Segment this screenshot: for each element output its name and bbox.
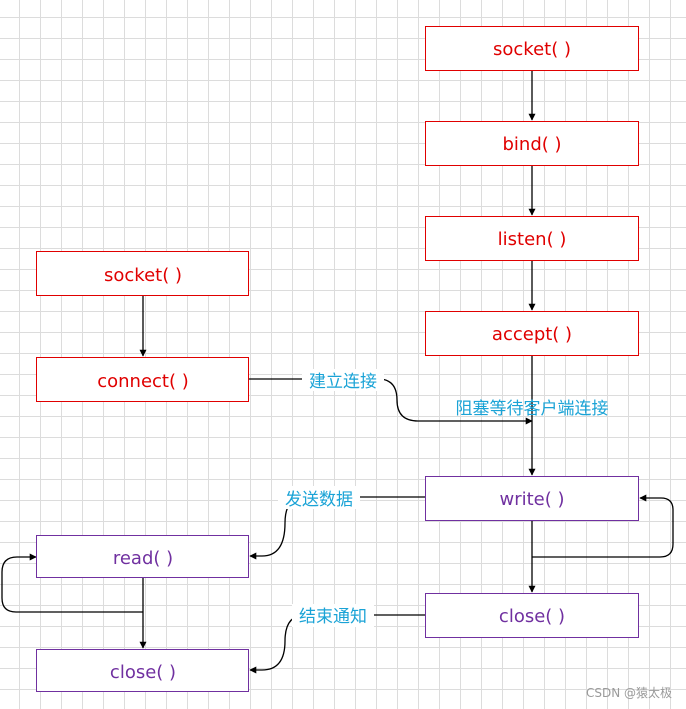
server-box-socket: socket( ) (425, 26, 639, 71)
label-establish-connection: 建立连接 (309, 372, 377, 392)
server-close-label: close( ) (499, 606, 565, 627)
arrow-read-loop (1, 553, 143, 613)
server-box-listen: listen( ) (425, 216, 639, 261)
server-box-write: write( ) (425, 476, 639, 521)
server-box-accept: accept( ) (425, 311, 639, 356)
client-box-close: close( ) (36, 649, 249, 692)
server-bind-label: bind( ) (502, 134, 561, 155)
watermark: CSDN @猿太极 (586, 685, 672, 700)
label-send-data: 发送数据 (285, 490, 353, 510)
label-end-notice: 结束通知 (299, 607, 367, 627)
label-backgrounds (278, 369, 384, 627)
arrow-connect-to-accept (249, 378, 533, 425)
client-box-read: read( ) (36, 535, 249, 578)
client-connectors (1, 295, 147, 649)
label-blocking-wait: 阻塞等待客户端连接 (456, 399, 609, 419)
server-connectors (528, 70, 674, 593)
server-socket-label: socket( ) (493, 39, 571, 60)
client-box-socket: socket( ) (36, 251, 249, 296)
server-box-close: close( ) (425, 593, 639, 638)
server-listen-label: listen( ) (498, 229, 567, 250)
client-connect-label: connect( ) (97, 371, 189, 392)
server-write-label: write( ) (499, 489, 564, 510)
client-read-label: read( ) (113, 548, 173, 569)
client-socket-label: socket( ) (104, 265, 182, 286)
arrow-write-loop (532, 494, 674, 558)
server-box-bind: bind( ) (425, 121, 639, 166)
client-box-connect: connect( ) (36, 357, 249, 402)
server-accept-label: accept( ) (492, 324, 572, 345)
client-close-label: close( ) (110, 662, 176, 683)
